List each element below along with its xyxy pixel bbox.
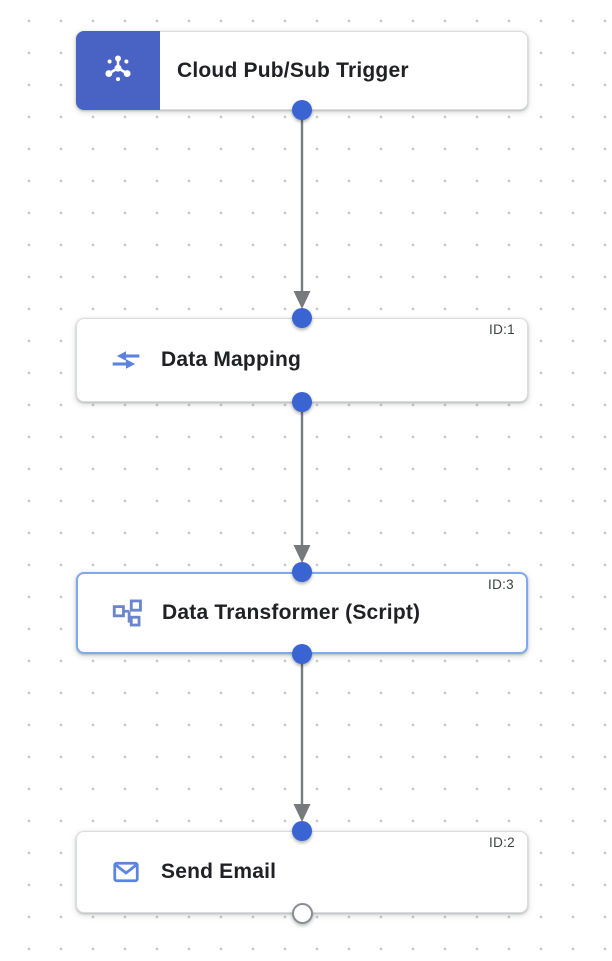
output-port-data-mapping[interactable] bbox=[292, 392, 312, 412]
node-title: Data Transformer (Script) bbox=[162, 601, 421, 624]
arrowhead-icon bbox=[293, 804, 311, 822]
data-mapping-icon bbox=[104, 344, 148, 376]
node-id-badge: ID:1 bbox=[489, 322, 515, 337]
node-cloud-pubsub-trigger[interactable]: Cloud Pub/Sub Trigger bbox=[76, 31, 528, 110]
email-icon bbox=[104, 857, 148, 887]
node-title: Cloud Pub/Sub Trigger bbox=[177, 58, 409, 82]
arrowhead-icon bbox=[293, 545, 311, 563]
add-step-port[interactable] bbox=[292, 903, 313, 924]
node-send-email[interactable]: ID:2 Send Email bbox=[76, 831, 528, 913]
pubsub-icon bbox=[100, 50, 136, 91]
output-port-trigger[interactable] bbox=[292, 100, 312, 120]
edge-data-transformer-to-send-email[interactable] bbox=[286, 654, 318, 831]
node-title: Data Mapping bbox=[161, 348, 302, 371]
output-port-data-transformer[interactable] bbox=[292, 644, 312, 664]
edge-data-mapping-to-data-transformer[interactable] bbox=[286, 402, 318, 572]
trigger-icon-section bbox=[76, 31, 160, 110]
arrowhead-icon bbox=[293, 291, 311, 309]
data-transformer-icon bbox=[105, 596, 149, 630]
input-port-data-mapping[interactable] bbox=[292, 308, 312, 328]
input-port-send-email[interactable] bbox=[292, 821, 312, 841]
edge-trigger-to-data-mapping[interactable] bbox=[286, 110, 318, 318]
node-id-badge: ID:2 bbox=[489, 835, 515, 850]
node-data-mapping[interactable]: ID:1 Data Mapping bbox=[76, 318, 528, 402]
node-data-transformer[interactable]: ID:3 Data Transformer (Script) bbox=[76, 572, 528, 654]
node-title: Send Email bbox=[161, 860, 277, 883]
node-id-badge: ID:3 bbox=[488, 577, 514, 592]
input-port-data-transformer[interactable] bbox=[292, 562, 312, 582]
